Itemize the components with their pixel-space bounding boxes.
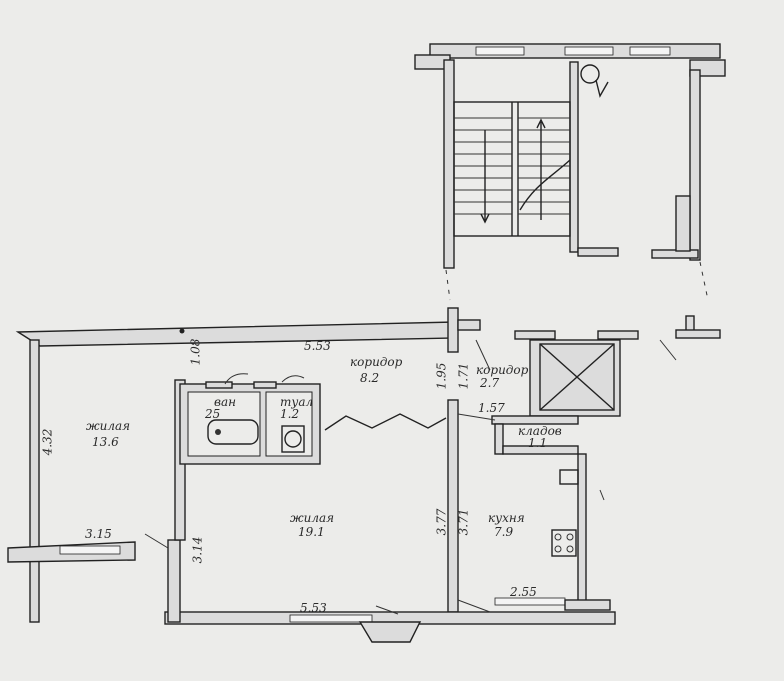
room-main-area: 19.1 bbox=[298, 525, 325, 539]
dim-left-height: 4.32 bbox=[40, 428, 55, 456]
room-main-name: жилая bbox=[290, 511, 335, 525]
corridor-small-name: коридор bbox=[476, 363, 529, 377]
window-left-dim: 3.15 bbox=[85, 527, 112, 541]
corridor-name: коридор bbox=[350, 355, 403, 369]
elevator-icon bbox=[529, 339, 621, 417]
dim-center-1: 3.77 bbox=[434, 508, 449, 536]
toilet-area: 1.2 bbox=[280, 407, 300, 421]
dim-hall-3: 1.57 bbox=[478, 401, 505, 415]
corridor-area: 8.2 bbox=[360, 371, 380, 385]
bath-name: ван bbox=[214, 395, 237, 409]
room-left-area: 13.6 bbox=[92, 435, 119, 449]
stove-icon bbox=[551, 529, 577, 557]
storage-name: кладов bbox=[518, 424, 562, 438]
dim-hall-2: 1.71 bbox=[456, 362, 471, 390]
valve-icon bbox=[580, 64, 609, 98]
storage-area: 1.1 bbox=[528, 436, 548, 450]
dim-hall-1: 1.95 bbox=[434, 362, 449, 390]
kitchen-area: 7.9 bbox=[494, 525, 514, 539]
room-left-name: жилая bbox=[86, 419, 131, 433]
corridor-small-area: 2.7 bbox=[480, 376, 500, 390]
toilet-name: туал bbox=[280, 395, 314, 409]
dim-center-2: 3.71 bbox=[456, 508, 471, 536]
apartment bbox=[7, 307, 721, 643]
dim-wall-offset: 1.08 bbox=[188, 338, 203, 366]
dim-bottom-width: 5.53 bbox=[300, 601, 327, 615]
stair-icon bbox=[453, 101, 571, 237]
bath-area: 25 bbox=[205, 407, 221, 421]
toilet-icon bbox=[281, 425, 305, 453]
dim-top-width: 5.53 bbox=[304, 339, 331, 353]
staircase-block bbox=[414, 43, 726, 301]
dim-kitchen-width: 2.55 bbox=[510, 585, 537, 599]
bathtub-icon bbox=[207, 419, 259, 445]
dim-main-height: 3.14 bbox=[190, 536, 205, 564]
kitchen-name: кухня bbox=[488, 511, 525, 525]
